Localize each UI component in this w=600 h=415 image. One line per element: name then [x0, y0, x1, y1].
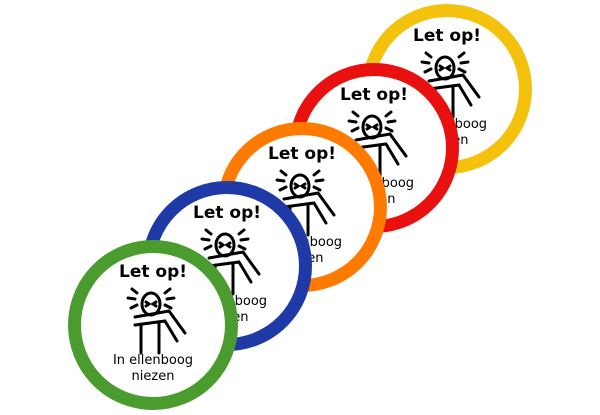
- sticker-title: Let op!: [412, 26, 481, 46]
- sticker-caption: In ellenboog niezen: [68, 353, 238, 385]
- sticker-title: Let op!: [118, 262, 187, 282]
- sticker-title: Let op!: [339, 85, 408, 105]
- sneeze-into-elbow-icon: [126, 287, 187, 355]
- sticker-title: Let op!: [192, 203, 261, 223]
- sticker-green: Let op! In ellenboog niezen: [68, 240, 238, 410]
- caption-line: In ellenboog: [112, 353, 194, 368]
- sneeze-into-elbow-icon: [200, 228, 261, 296]
- caption-line: niezen: [131, 369, 175, 384]
- sneeze-into-elbow-icon: [275, 169, 336, 237]
- sneeze-into-elbow-icon: [420, 51, 481, 119]
- sticker-title: Let op!: [267, 144, 336, 164]
- sneeze-into-elbow-icon: [347, 110, 408, 178]
